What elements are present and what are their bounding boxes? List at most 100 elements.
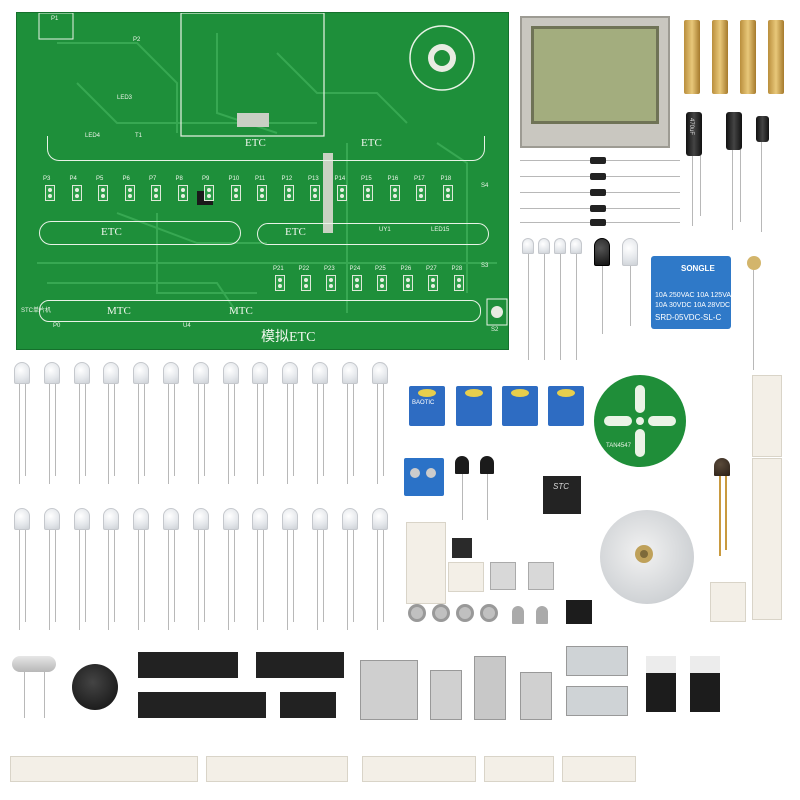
white-led	[282, 508, 299, 530]
capacitor-lead	[740, 150, 741, 222]
led-lead	[227, 530, 229, 630]
smd-resistor-tape	[362, 756, 476, 782]
white-led	[192, 362, 209, 384]
ic-tape	[566, 646, 628, 676]
ref-p0: P0	[53, 323, 61, 329]
crystal-oscillator	[12, 656, 56, 672]
phototransistor-lead	[719, 476, 721, 556]
led-pad	[377, 275, 387, 291]
pad-ref-label: P11	[255, 176, 266, 182]
latching-switch	[646, 656, 676, 712]
led-lead	[144, 530, 146, 622]
led-pad	[275, 275, 285, 291]
ic-tape	[430, 670, 462, 720]
led-lead	[197, 384, 199, 484]
relay-spec-2: 10A 30VDC 10A 28VDC	[655, 302, 731, 309]
silk-label-etc-2: ETC	[361, 137, 382, 149]
hex-nut	[456, 604, 474, 622]
led-lead	[257, 530, 259, 630]
electrolytic-capacitor	[726, 112, 742, 150]
smd-tape-strip	[752, 375, 782, 457]
hex-nut	[480, 604, 498, 622]
ref-led4: LED4	[85, 133, 101, 139]
led-lead	[114, 384, 116, 476]
smd-tape-strip	[752, 458, 782, 620]
white-led	[133, 362, 150, 384]
led-lead	[528, 254, 529, 360]
led-pad	[283, 185, 294, 201]
pad-ref-label: P24	[349, 266, 361, 272]
smd-tape-strip	[448, 562, 484, 592]
brass-standoff	[684, 20, 700, 94]
pad-ref-label: P5	[96, 176, 104, 182]
led-lead	[293, 530, 295, 622]
brass-standoff	[768, 20, 784, 94]
led-lead	[233, 384, 235, 476]
white-led	[14, 508, 30, 530]
led	[538, 238, 550, 254]
ref-p1: P1	[51, 16, 59, 22]
capacitor-label: 470uF	[688, 118, 694, 136]
led-lead	[25, 530, 26, 622]
etc-band-left	[39, 221, 241, 245]
led-lead	[317, 384, 318, 484]
white-led	[73, 362, 90, 384]
dc-motor	[600, 510, 694, 604]
led-pad	[453, 275, 464, 291]
led-lead	[138, 530, 140, 630]
led-lead	[138, 384, 140, 484]
led-lead	[19, 384, 20, 484]
pad-ref-label: P15	[361, 176, 372, 182]
screw-terminal	[404, 458, 444, 496]
smd-resistor-tape	[206, 756, 348, 782]
led-pad	[300, 275, 311, 291]
led-lead	[144, 384, 146, 476]
white-led	[282, 362, 299, 384]
ref-led3: LED3	[117, 95, 133, 101]
pad-ref-label: P23	[324, 266, 335, 272]
led-lead	[48, 384, 50, 484]
led-lead	[114, 530, 116, 622]
pcb-main-label: 模拟ETC	[261, 330, 316, 345]
led-pad	[124, 185, 135, 201]
white-led	[192, 508, 209, 530]
led-lead	[203, 530, 205, 622]
led-pad	[416, 185, 426, 201]
capacitor-lead	[761, 142, 762, 232]
white-led	[43, 508, 60, 530]
led-pad	[257, 185, 267, 201]
brass-standoff	[740, 20, 756, 94]
relay-model: SRD-05VDC-SL-C	[655, 313, 722, 322]
white-led	[103, 508, 120, 530]
pad-ref-label: P8	[175, 176, 183, 182]
led-lead	[263, 384, 265, 476]
ic-tape	[520, 672, 552, 720]
led-pad	[204, 185, 214, 201]
led-lead	[346, 530, 348, 630]
smd-resistor-tape	[562, 756, 636, 782]
led-pad	[98, 185, 108, 201]
crystal-lead	[44, 672, 45, 718]
led-lead	[293, 384, 295, 476]
electrolytic-capacitor	[756, 116, 769, 142]
led-lead	[84, 384, 86, 476]
slide-switch	[528, 562, 554, 590]
photoresistor	[747, 256, 761, 270]
white-led	[252, 362, 269, 384]
led	[554, 238, 566, 254]
led-lead	[197, 530, 199, 630]
white-led	[371, 508, 388, 530]
pad-ref-label: P4	[69, 176, 77, 182]
diode	[590, 219, 606, 226]
pad-ref-label: P6	[122, 176, 130, 182]
pad-ref-label: P16	[387, 176, 399, 182]
buzzer	[72, 664, 118, 710]
pcb-brand-mark: STC单片机	[21, 308, 52, 314]
white-led	[312, 508, 328, 530]
silk-label-etc-4: ETC	[285, 226, 306, 238]
lcd-module	[520, 16, 670, 148]
white-led	[14, 362, 30, 384]
led-lead	[108, 530, 110, 630]
ref-u4: U4	[183, 323, 191, 329]
led-pad	[151, 185, 161, 201]
